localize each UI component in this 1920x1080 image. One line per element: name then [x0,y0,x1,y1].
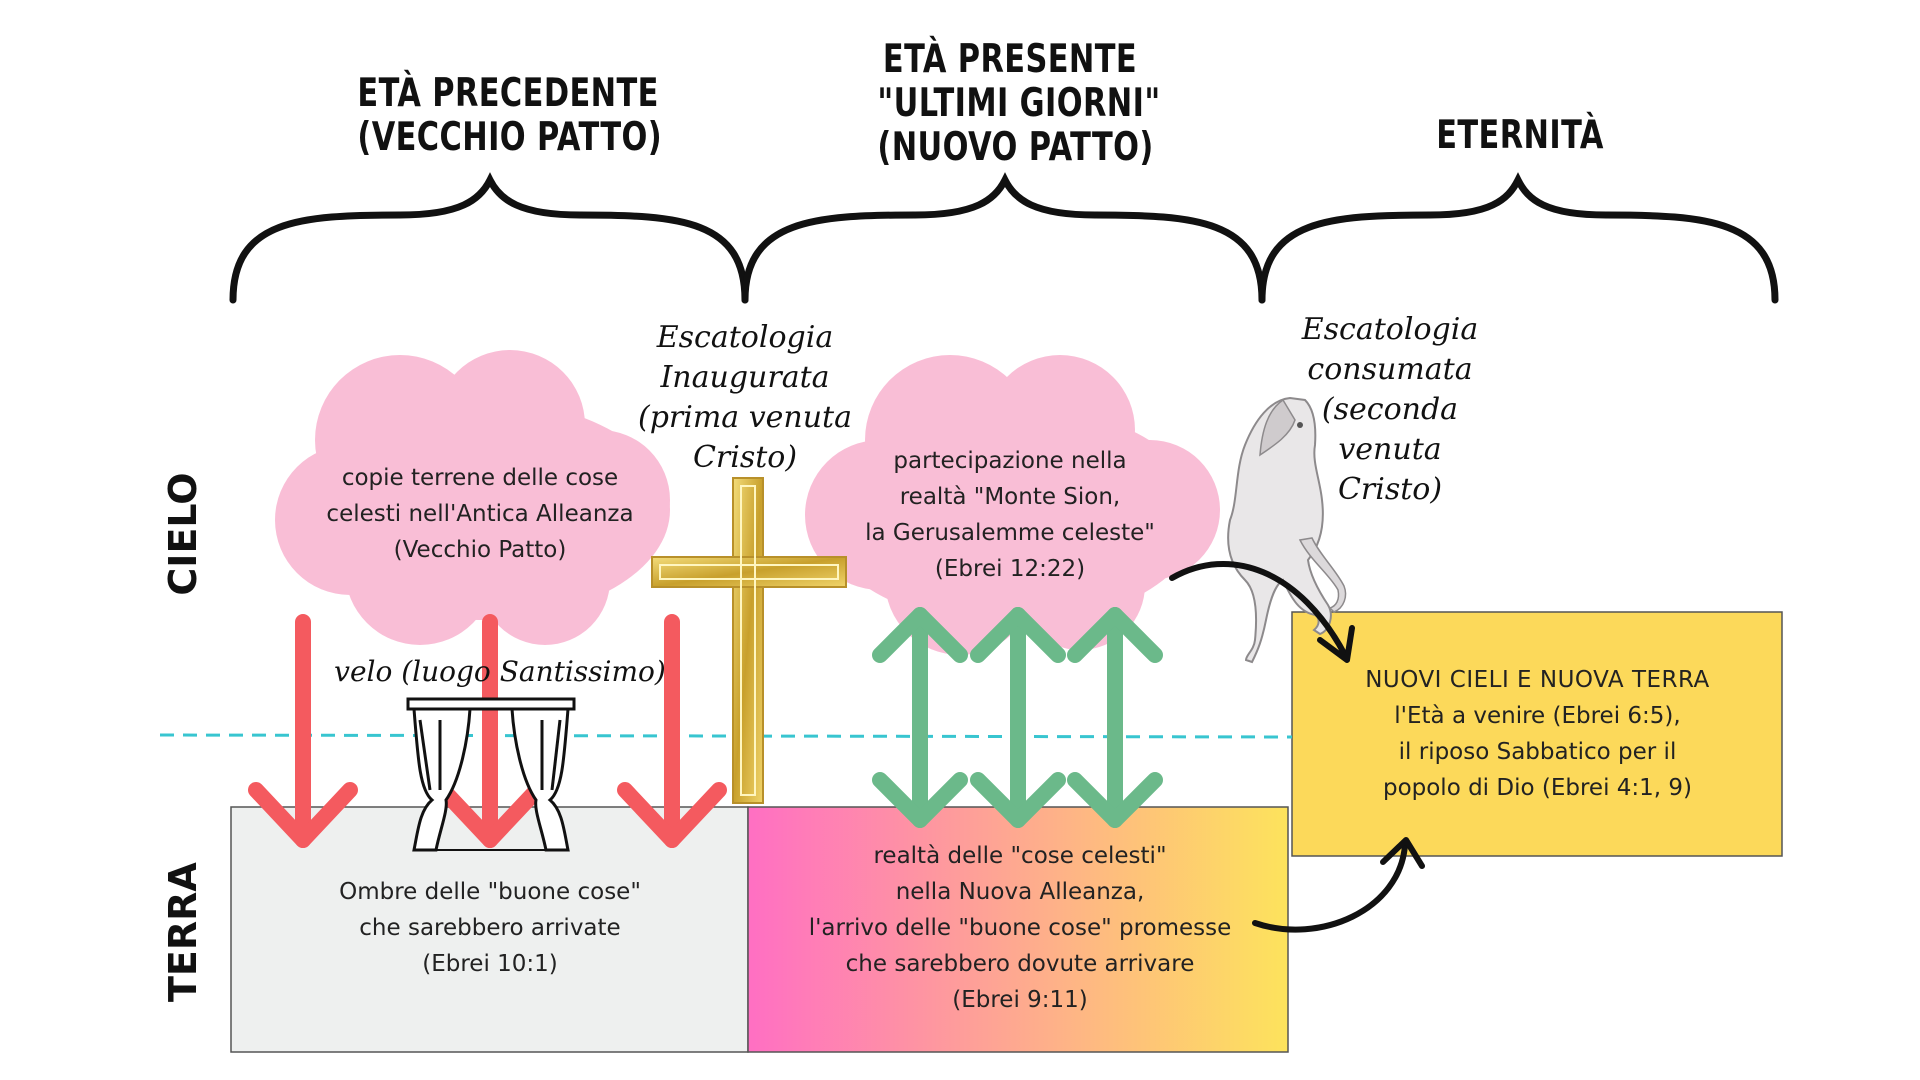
note-consummated-line-2: consumata [1307,352,1473,387]
reality-line-4: che sarebbero dovute arrivare [845,951,1195,977]
shadows-line-2: che sarebbero arrivate [359,915,621,941]
cloud-new-covenant [805,355,1220,655]
cloud-new-line-3: la Gerusalemme celeste" [865,520,1155,546]
cloud-old-covenant [275,350,670,645]
heading-eternity-line-1: ETERNITÀ [1436,113,1604,158]
heading-previous-age-line-2: (VECCHIO PATTO) [357,115,663,160]
reality-line-5: (Ebrei 9:11) [952,987,1088,1013]
arrow-head-top [1317,625,1355,663]
red-arrow-1 [248,614,358,848]
heaven-earth-divider [159,733,1293,739]
heading-present-age-line-3: (NUOVO PATTO) [877,125,1154,170]
note-inaugurated-line-4: Cristo) [692,440,798,475]
note-inaugurated-line-2: Inaugurata [660,360,830,395]
cross-icon [651,477,847,804]
reality-box-text: realtà delle "cose celesti" nella Nuova … [780,838,1260,1018]
side-label-heaven: CIELO [161,472,205,596]
green-arrow-2 [970,607,1066,828]
note-consummated-eschatology: Escatologia consumata (seconda venuta Cr… [1270,310,1510,510]
new-heavens-line-3: il riposo Sabbatico per il [1398,739,1677,765]
brace-present-age [741,172,1266,304]
cloud-new-line-1: partecipazione nella [893,448,1127,474]
shadows-box-text: Ombre delle "buone cose" che sarebbero a… [290,874,690,982]
heading-present-age-line-1: ETÀ PRESENTE [882,37,1138,82]
cloud-new-line-2: realtà "Monte Sion, [899,484,1121,510]
new-heavens-box-text: NUOVI CIELI E NUOVA TERRA l'Età a venire… [1310,662,1765,806]
note-consummated-line-4: venuta [1338,432,1442,467]
green-arrow-1 [872,607,968,828]
note-inaugurated-eschatology: Escatologia Inaugurata (prima venuta Cri… [620,318,870,478]
brace-eternity [1258,172,1779,304]
note-consummated-line-3: (seconda [1321,392,1459,427]
cloud-old-line-1: copie terrene delle cose [341,465,619,491]
green-arrow-3 [1067,607,1163,828]
note-consummated-line-1: Escatologia [1301,312,1479,347]
cloud-old-covenant-text: copie terrene delle cose celesti nell'An… [300,460,660,568]
green-arrows [872,607,1163,828]
heading-present-age: ETÀ PRESENTE "ULTIMI GIORNI" (NUOVO PATT… [877,37,1161,170]
note-inaugurated-line-3: (prima venuta [638,400,852,435]
new-heavens-line-2: l'Età a venire (Ebrei 6:5), [1394,703,1681,729]
brace-previous-age [229,172,749,304]
arrow-head-bottom [1380,837,1425,869]
curtain-icon [406,697,576,852]
new-heavens-box [1291,611,1783,857]
new-heavens-line-4: popolo di Dio (Ebrei 4:1, 9) [1382,775,1693,801]
note-veil-text: velo (luogo Santissimo) [334,655,666,688]
arrow-reality-to-new-heavens [1252,842,1408,933]
heading-eternity: ETERNITÀ [1411,114,1629,158]
cloud-new-covenant-text: partecipazione nella realtà "Monte Sion,… [840,443,1180,587]
reality-line-2: nella Nuova Alleanza, [895,879,1145,905]
red-arrow-3 [617,614,727,848]
note-consummated-line-5: Cristo) [1337,472,1443,507]
cloud-old-line-3: (Vecchio Patto) [393,537,567,563]
white-horse-icon [1227,396,1347,664]
note-veil: velo (luogo Santissimo) [325,652,675,692]
heading-previous-age: ETÀ PRECEDENTE (VECCHIO PATTO) [357,71,663,160]
reality-line-3: l'arrivo delle "buone cose" promesse [808,915,1232,941]
arrow-cloud-to-new-heavens [1169,561,1348,658]
reality-line-1: realtà delle "cose celesti" [873,843,1167,869]
note-inaugurated-line-1: Escatologia [656,320,834,355]
shadows-line-3: (Ebrei 10:1) [422,951,558,977]
red-arrow-2 [435,614,545,848]
side-label-earth: TERRA [161,862,205,1002]
new-heavens-line-1: NUOVI CIELI E NUOVA TERRA [1365,667,1710,693]
heading-present-age-line-2: "ULTIMI GIORNI" [877,81,1161,126]
heading-previous-age-line-1: ETÀ PRECEDENTE [357,71,659,116]
red-arrows [248,614,727,848]
cloud-old-line-2: celesti nell'Antica Alleanza [326,501,634,527]
shadows-line-1: Ombre delle "buone cose" [339,879,641,905]
cloud-new-line-4: (Ebrei 12:22) [934,556,1086,582]
